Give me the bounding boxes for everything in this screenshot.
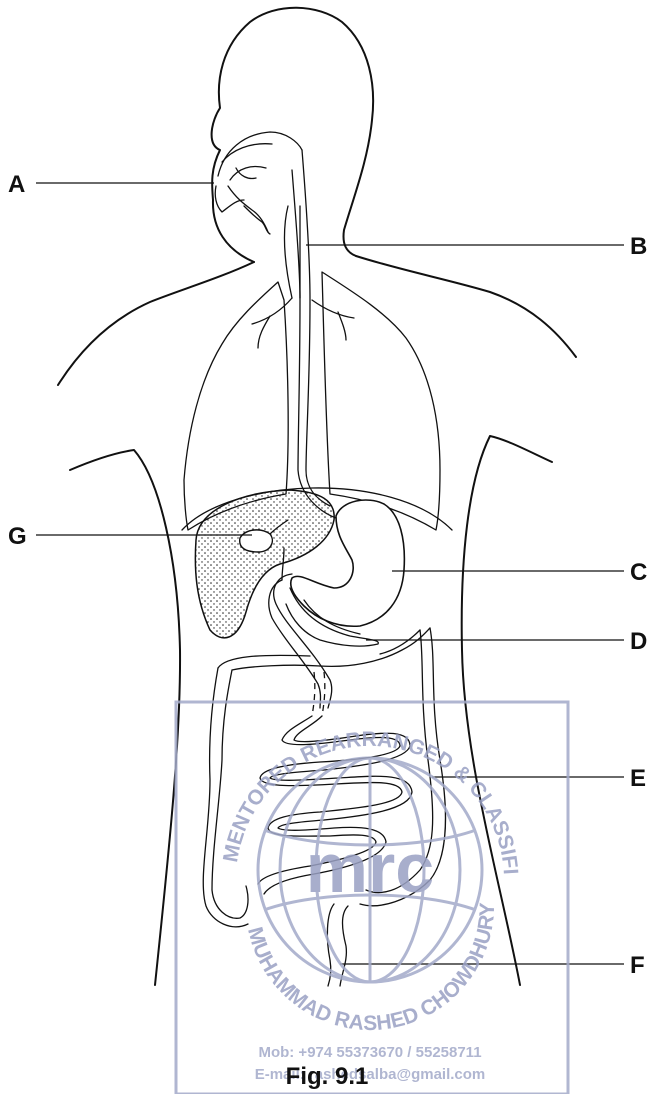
figure-caption: Fig. 9.1 [286,1063,369,1090]
label-e: E [630,765,646,792]
lungs [182,272,452,530]
label-g: G [8,523,27,550]
label-d: D [630,628,647,655]
label-b: B [630,233,647,260]
liver [195,490,334,638]
watermark-arc-top: MENTORED REARRANGED & CLASSIFIED [0,0,522,875]
label-c: C [630,559,647,586]
label-f: F [630,952,645,979]
watermark-mobile: Mob: +974 55373670 / 55258711 [258,1044,481,1061]
oesophagus-trachea [252,150,354,518]
watermark-logo: mrc [306,829,434,907]
label-a: A [8,171,25,198]
nasal-oral-cavity [215,132,302,234]
